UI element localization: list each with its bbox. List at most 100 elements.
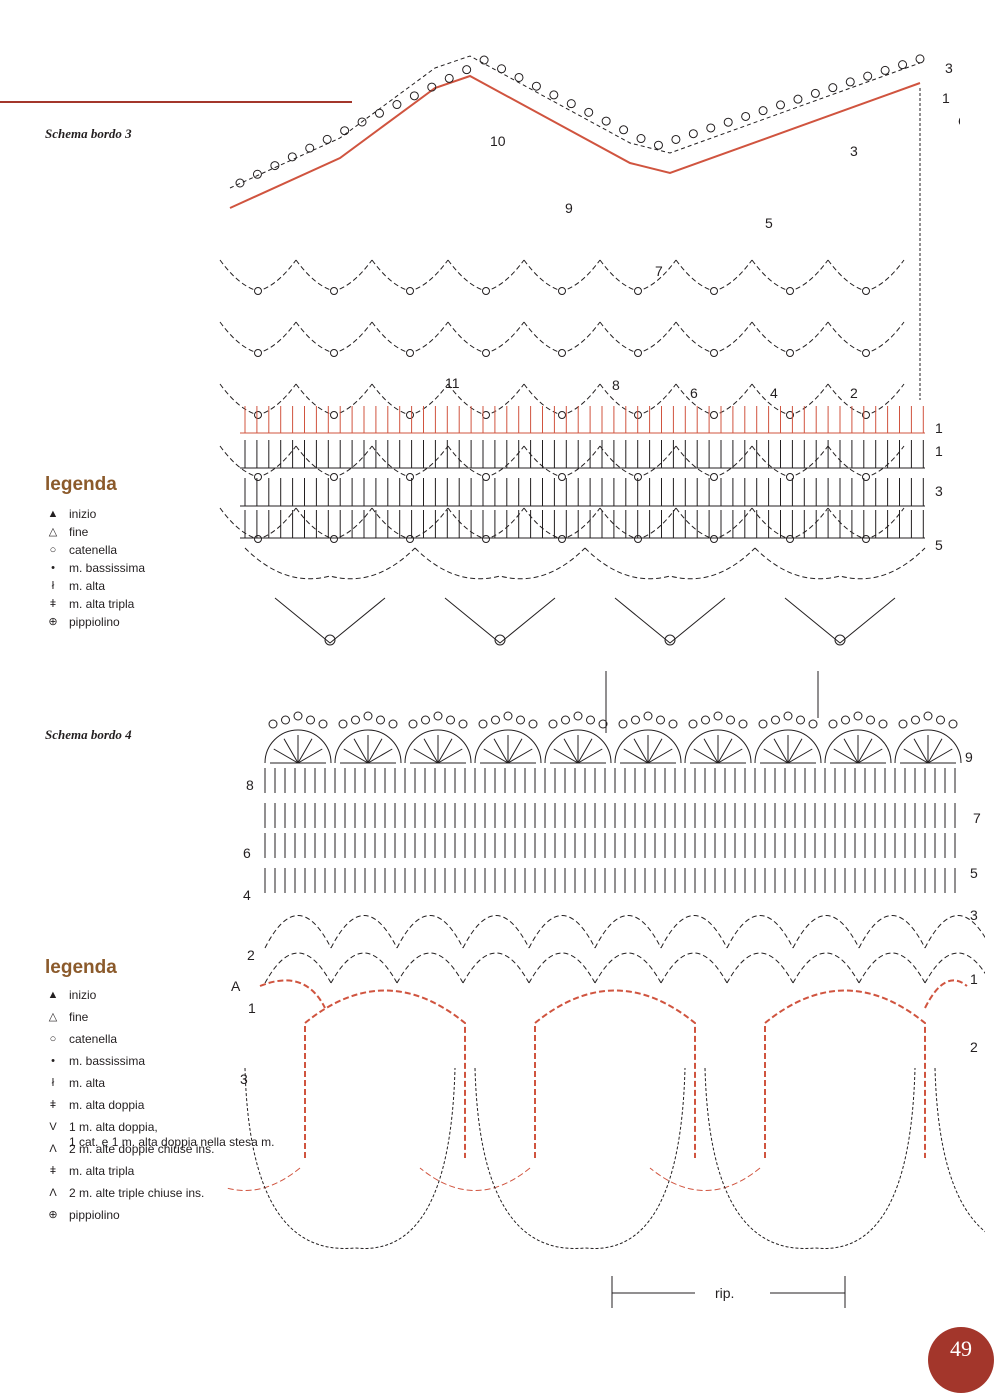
fan-spoke	[927, 748, 953, 764]
row-label: 1	[935, 420, 943, 436]
fan-spoke	[903, 748, 929, 764]
fan-spoke	[367, 738, 383, 764]
picot-mark	[786, 473, 794, 481]
legend-item: ▲inizio	[45, 988, 274, 1003]
mesh-loop	[371, 445, 449, 478]
arch	[594, 915, 662, 949]
picot-mark	[306, 715, 315, 725]
picot-mark	[834, 634, 846, 646]
picot-mark	[330, 287, 338, 295]
picot-mark	[796, 715, 805, 725]
repeat-label: rip.	[715, 1285, 734, 1301]
legend-item: ⊕pippiolino	[45, 1208, 274, 1223]
row-label-left: 4	[243, 887, 251, 903]
legend-label: fine	[69, 525, 89, 539]
legend-item: ○catenella	[45, 1032, 274, 1047]
picot-icon: ⊕	[48, 1209, 58, 1221]
mesh-loop	[827, 507, 905, 540]
picot-mark	[810, 88, 820, 98]
picot-mark	[421, 715, 430, 725]
picot-mark	[618, 719, 628, 729]
mesh-loop	[827, 383, 905, 416]
picot-mark	[330, 535, 338, 543]
arch	[330, 952, 398, 984]
picot-mark	[270, 161, 280, 171]
end-arrow-icon: △	[48, 1011, 58, 1023]
legend-item: △ fine	[45, 1010, 274, 1025]
legend-label: fine	[69, 1010, 89, 1024]
picot-mark	[305, 143, 315, 153]
picot-mark	[374, 108, 384, 118]
loop-red	[259, 979, 326, 1009]
header-rule	[0, 101, 352, 103]
picot-mark	[482, 349, 490, 357]
mesh-loop	[295, 507, 373, 540]
chain-icon: ○	[49, 544, 57, 556]
fan-spoke	[437, 738, 453, 764]
legend-label: inizio	[69, 507, 97, 521]
picot-mark	[866, 715, 875, 725]
picot-mark	[776, 100, 786, 110]
mesh-loop	[219, 507, 297, 540]
picot-mark	[558, 411, 566, 419]
fan-spoke	[927, 738, 943, 764]
mesh-loop	[523, 321, 601, 354]
scallop-point	[274, 597, 386, 644]
picot-mark	[281, 715, 290, 725]
picot-mark	[446, 715, 455, 725]
arch	[264, 915, 332, 949]
picot-mark	[478, 719, 488, 729]
picot-mark	[357, 117, 367, 127]
legend-label: pippiolino	[69, 615, 120, 629]
picot-mark	[376, 715, 385, 725]
cluster-2trtr-icon: Λ	[49, 1187, 57, 1199]
fan-arc	[824, 729, 892, 764]
picot-mark	[706, 123, 716, 133]
row-label-right: 9	[965, 749, 973, 765]
arch	[396, 952, 464, 984]
bottom-scallop	[934, 1067, 985, 1233]
mesh-loop	[523, 445, 601, 478]
picot-mark	[643, 711, 653, 721]
mesh-loop	[295, 321, 373, 354]
row-label-right: 5	[970, 865, 978, 881]
bottom-scallop	[704, 1067, 916, 1249]
fan-arc	[614, 729, 682, 764]
picot-mark	[408, 719, 418, 729]
picot-mark	[586, 715, 595, 725]
legend-label: m. alta tripla	[69, 1164, 135, 1178]
triple-treble-icon: ǂ	[49, 598, 57, 610]
arch	[396, 915, 464, 949]
picot-mark	[656, 715, 665, 725]
mesh-loop	[751, 259, 829, 292]
fan-spoke	[843, 738, 859, 764]
arch	[462, 952, 530, 984]
fan-spoke	[367, 748, 393, 764]
picot-mark	[558, 535, 566, 543]
picot-mark	[254, 535, 262, 543]
picot-mark	[898, 60, 908, 70]
fan-spoke	[717, 748, 743, 764]
picot-mark	[862, 287, 870, 295]
fan-spoke	[647, 748, 673, 764]
picot-mark	[363, 711, 373, 721]
legend-item: •m. bassissima	[45, 1054, 274, 1069]
picot-mark	[710, 411, 718, 419]
legend-label: 2 m. alte triple chiuse ins.	[69, 1186, 205, 1200]
arch	[726, 915, 794, 949]
mesh-loop	[219, 445, 297, 478]
picot-mark	[584, 107, 594, 117]
arch	[858, 915, 926, 949]
fan-spoke	[507, 748, 533, 764]
chart4-title: Schema bordo 4	[45, 727, 132, 742]
loop-red	[764, 989, 926, 1158]
legend-item: •m. bassissima	[45, 561, 145, 576]
picot-mark	[406, 287, 414, 295]
fan-spoke	[623, 748, 649, 764]
picot-mark	[494, 634, 506, 646]
fan-spoke	[693, 748, 719, 764]
picot-mark	[558, 473, 566, 481]
legend-label: inizio	[69, 988, 97, 1002]
picot-mark	[808, 719, 818, 729]
